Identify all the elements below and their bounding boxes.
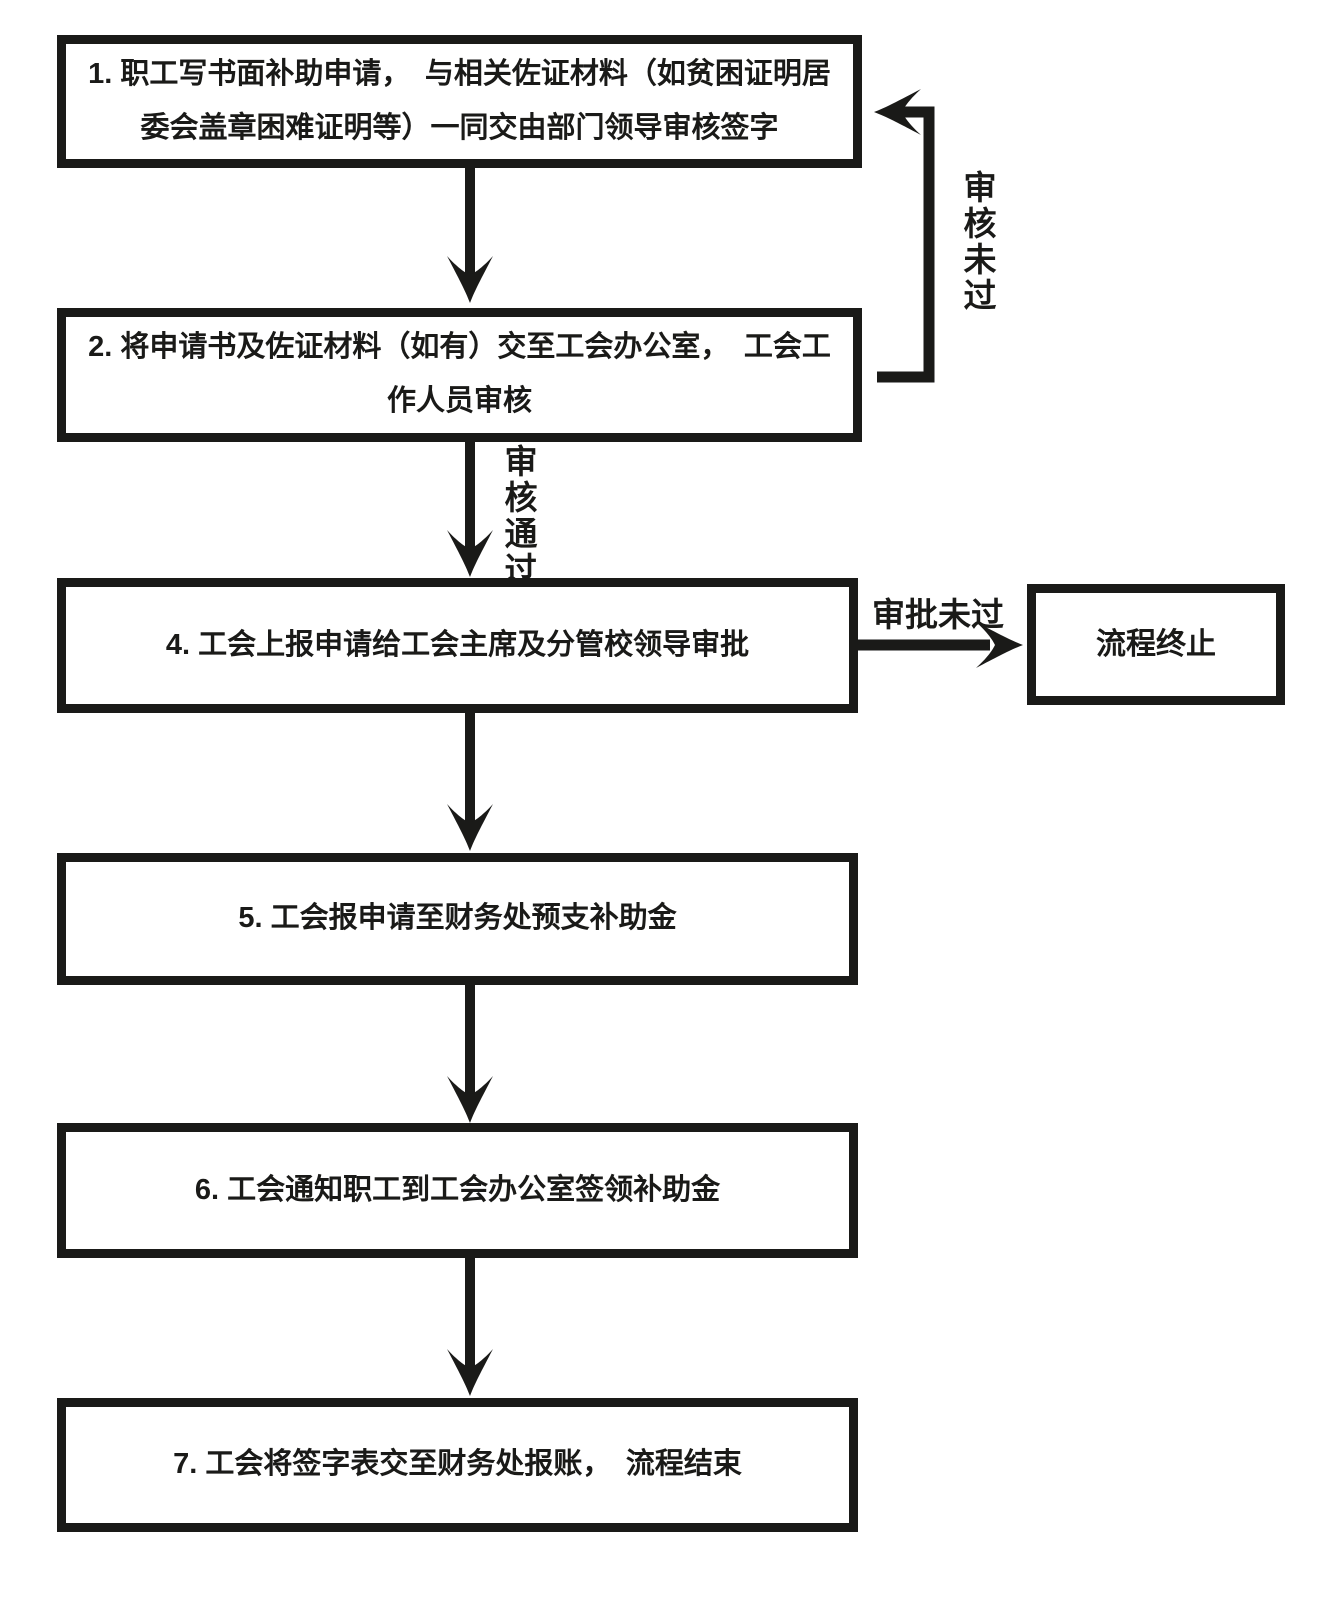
flow-terminal-text: 流程终止 bbox=[1096, 627, 1216, 661]
arrow-step6-to-step7 bbox=[447, 1254, 493, 1396]
edge-label-approval-fail: 审批未过 bbox=[872, 596, 1004, 633]
arrow-step2-back-to-step1 bbox=[874, 89, 935, 383]
edge-label-review-fail: 审核未过 bbox=[959, 170, 996, 314]
flow-step-7: 7. 工会将签字表交至财务处报账， 流程结束 bbox=[57, 1398, 858, 1532]
flow-step-6: 6. 工会通知职工到工会办公室签领补助金 bbox=[57, 1123, 858, 1258]
flow-step-2: 2. 将申请书及佐证材料（如有）交至工会办公室， 工会工作人员审核 bbox=[57, 308, 862, 442]
arrow-step4-to-step5 bbox=[447, 709, 493, 851]
flow-step-1: 1. 职工写书面补助申请， 与相关佐证材料（如贫困证明居委会盖章困难证明等）一同… bbox=[57, 35, 862, 168]
arrow-step1-to-step2 bbox=[447, 162, 493, 303]
flow-step-7-text: 7. 工会将签字表交至财务处报账， 流程结束 bbox=[173, 1448, 742, 1481]
flow-step-5: 5. 工会报申请至财务处预支补助金 bbox=[57, 853, 858, 985]
flow-step-6-text: 6. 工会通知职工到工会办公室签领补助金 bbox=[194, 1173, 721, 1206]
flow-terminal-box: 流程终止 bbox=[1027, 584, 1285, 705]
flow-step-4-text: 4. 工会上报申请给工会主席及分管校领导审批 bbox=[165, 628, 750, 661]
arrow-step2-to-step4 bbox=[447, 438, 493, 577]
edge-label-review-pass: 审核通过 bbox=[500, 444, 537, 588]
arrow-step5-to-step6 bbox=[447, 981, 493, 1123]
flow-step-2-text: 2. 将申请书及佐证材料（如有）交至工会办公室， 工会工作人员审核 bbox=[88, 331, 831, 417]
flow-step-5-text: 5. 工会报申请至财务处预支补助金 bbox=[238, 902, 677, 935]
flow-step-1-text: 1. 职工写书面补助申请， 与相关佐证材料（如贫困证明居委会盖章困难证明等）一同… bbox=[88, 57, 831, 144]
flow-step-4: 4. 工会上报申请给工会主席及分管校领导审批 bbox=[57, 578, 858, 713]
